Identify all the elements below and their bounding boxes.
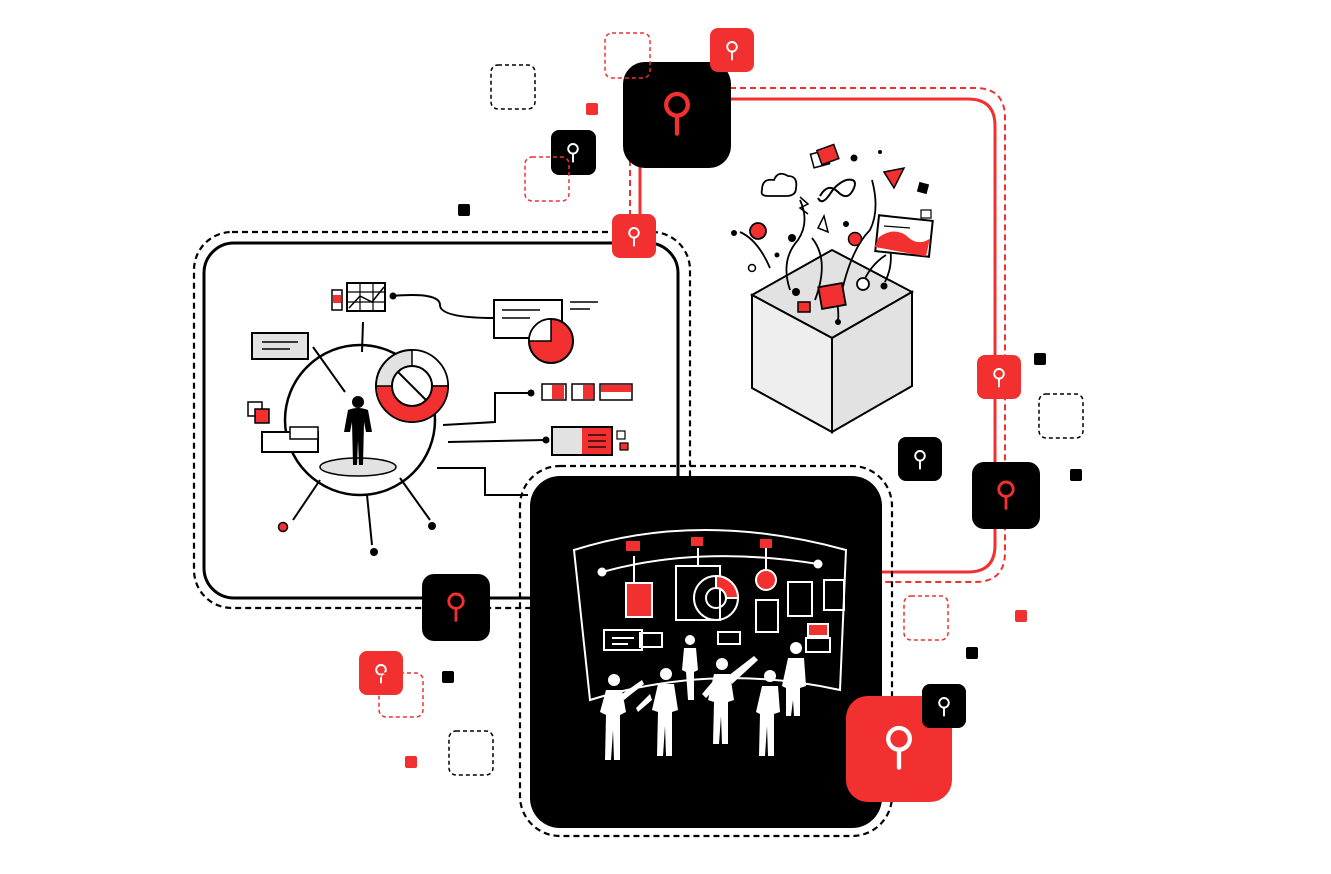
sticky-notes-small — [247, 401, 270, 424]
location-pin-icon — [922, 684, 966, 728]
team-people — [600, 635, 806, 760]
location-pin-icon — [422, 574, 490, 641]
location-pin-icon — [359, 651, 403, 695]
progress-card — [551, 426, 629, 456]
location-pin-icon — [623, 62, 731, 168]
donut-chart-icon — [375, 349, 449, 423]
open-box-icon — [731, 143, 934, 434]
note-card-bottom-left — [261, 426, 319, 453]
decorative-squares — [378, 32, 1084, 776]
note-card-top-left — [251, 332, 309, 360]
team-dashboard-panel — [518, 464, 894, 838]
decorative-dots — [405, 103, 1082, 768]
location-pin-icon — [612, 214, 656, 258]
mini-bars-card — [541, 383, 633, 401]
location-pin-icon — [710, 28, 754, 72]
location-pin-icon — [551, 130, 596, 175]
team-at-dashboard-icon — [572, 529, 848, 702]
grid-chart-icon — [331, 282, 386, 312]
person-silhouette-icon — [344, 396, 372, 465]
pie-chart-card — [493, 299, 598, 364]
location-pin-icon — [977, 355, 1021, 399]
location-pin-icon — [972, 462, 1040, 529]
location-pin-icon — [898, 437, 942, 481]
